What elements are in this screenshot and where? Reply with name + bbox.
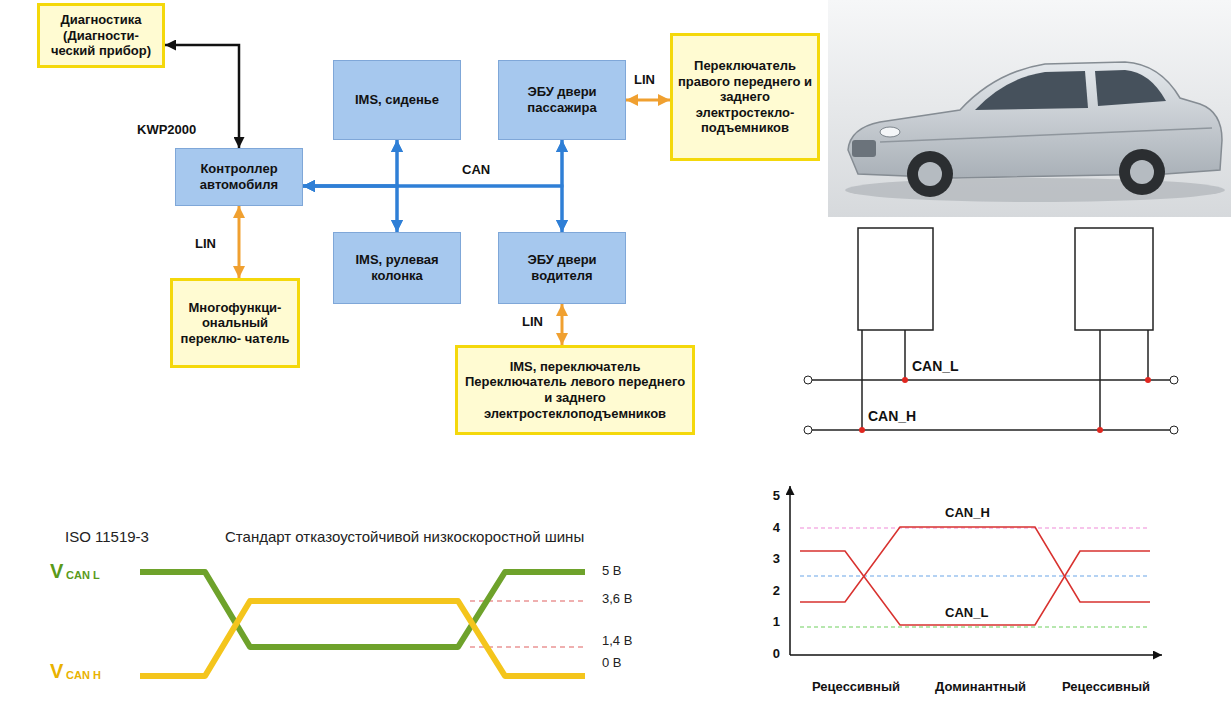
car-wheel xyxy=(907,151,953,197)
bus-connector xyxy=(303,186,562,232)
bus-connector xyxy=(238,206,241,278)
voltage-level: 3,6 В xyxy=(602,591,632,607)
junction-dot xyxy=(1097,427,1103,433)
ecu-box: IMS, рулевая колонка xyxy=(333,232,461,304)
voltage-symbol: V xyxy=(50,559,63,583)
box-label: Многофункци- ональный переклю- чатель xyxy=(178,300,292,347)
bus-wire xyxy=(812,429,1170,431)
voltage-level: 5 В xyxy=(602,563,622,579)
voltage-level: 1,4 В xyxy=(602,633,632,649)
bus-label: LIN xyxy=(632,72,657,88)
axis-tick: 3 xyxy=(773,551,780,567)
can-h-trace xyxy=(800,527,1150,602)
car-grille xyxy=(852,140,876,157)
junction-dot xyxy=(1145,377,1151,383)
box-label: IMS, сиденье xyxy=(355,92,439,108)
ecu-box: ЭБУ двери водителя xyxy=(498,232,626,304)
junction-dot xyxy=(902,377,908,383)
device-box: Многофункци- ональный переклю- чатель xyxy=(170,278,300,368)
car-photo xyxy=(828,0,1231,217)
can-h-wave xyxy=(140,601,585,676)
voltage-subscript: CAN H xyxy=(66,669,101,682)
terminal xyxy=(804,376,812,384)
state-label: Рецессивный xyxy=(812,679,900,695)
car-rim xyxy=(918,162,942,186)
level-line xyxy=(800,575,1150,576)
bus-connector xyxy=(626,99,670,102)
signal-name: CAN_L xyxy=(945,605,988,621)
box-label: Диагностика (Диагности- ческий прибор) xyxy=(45,12,157,59)
voltage-subscript: CAN L xyxy=(66,569,100,582)
box-label: ЭБУ двери водителя xyxy=(504,252,620,283)
state-label: Рецессивный xyxy=(1062,679,1150,695)
car-side-line xyxy=(880,128,1212,142)
can-bus-schematic xyxy=(804,228,1178,434)
bus-connector xyxy=(303,186,397,232)
car-window xyxy=(1095,70,1166,106)
signal-name: CAN_L xyxy=(912,358,959,375)
stub-wire xyxy=(1147,330,1149,380)
axis-tick: 4 xyxy=(773,520,780,536)
photo-background xyxy=(828,0,1231,217)
bus-label: LIN xyxy=(520,314,545,330)
can-l-wave xyxy=(140,572,585,647)
bus-connector xyxy=(303,140,397,186)
can-l-trace xyxy=(800,551,1150,625)
axis-tick: 1 xyxy=(773,614,780,630)
car-window xyxy=(975,71,1088,110)
state-label: Доминантный xyxy=(935,679,1026,695)
car-shadow xyxy=(845,178,1225,202)
voltage-level: 0 В xyxy=(602,655,622,671)
car-wheel xyxy=(1119,149,1165,195)
box-label: IMS, переключатель Переключатель левого … xyxy=(463,359,687,421)
bus-connector xyxy=(561,304,564,345)
signal-name: CAN_H xyxy=(868,408,916,425)
iso-waveform xyxy=(140,572,585,676)
level-line xyxy=(800,626,1150,627)
bus-connector xyxy=(303,140,562,186)
bus-node-symbol xyxy=(858,228,933,330)
device-box: IMS, переключатель Переключатель левого … xyxy=(455,345,695,435)
terminal xyxy=(1170,426,1178,434)
signal-name: CAN_H xyxy=(945,505,990,521)
box-label: IMS, рулевая колонка xyxy=(339,252,455,283)
box-label: Переключатель правого переднего и заднег… xyxy=(678,58,812,136)
bus-connector xyxy=(561,140,564,232)
x-axis xyxy=(790,654,1162,656)
y-axis xyxy=(789,486,791,655)
terminal xyxy=(804,426,812,434)
axis-tick: 2 xyxy=(773,583,780,599)
device-box: Переключатель правого переднего и заднег… xyxy=(670,33,820,161)
bus-node-symbol xyxy=(1075,228,1153,330)
bus-connector xyxy=(396,140,399,232)
ecu-box: Контроллер автомобиля xyxy=(175,148,303,206)
ecu-box: IMS, сиденье xyxy=(333,60,461,140)
car-rim xyxy=(1130,160,1154,184)
device-box: Диагностика (Диагности- ческий прибор) xyxy=(37,3,165,68)
voltage-chart xyxy=(790,486,1162,655)
axis-tick: 0 xyxy=(773,646,780,662)
car-body xyxy=(848,62,1222,178)
voltage-symbol: V xyxy=(50,659,63,683)
junction-dot xyxy=(859,427,865,433)
standard-name: ISO 11519-3 xyxy=(65,528,149,546)
stub-wire xyxy=(904,330,906,380)
bus-label: CAN xyxy=(460,162,492,178)
bus-label: LIN xyxy=(193,236,218,252)
section-heading: Стандарт отказоустойчивой низкоскоростно… xyxy=(225,528,584,546)
bus-wire xyxy=(812,379,1170,381)
terminal xyxy=(1170,376,1178,384)
car-headlight xyxy=(880,127,900,137)
box-label: Контроллер автомобиля xyxy=(181,161,297,192)
box-label: ЭБУ двери пассажира xyxy=(504,84,620,115)
axis-tick: 5 xyxy=(773,488,780,504)
ecu-box: ЭБУ двери пассажира xyxy=(498,60,626,140)
bus-label: KWP2000 xyxy=(135,122,198,138)
